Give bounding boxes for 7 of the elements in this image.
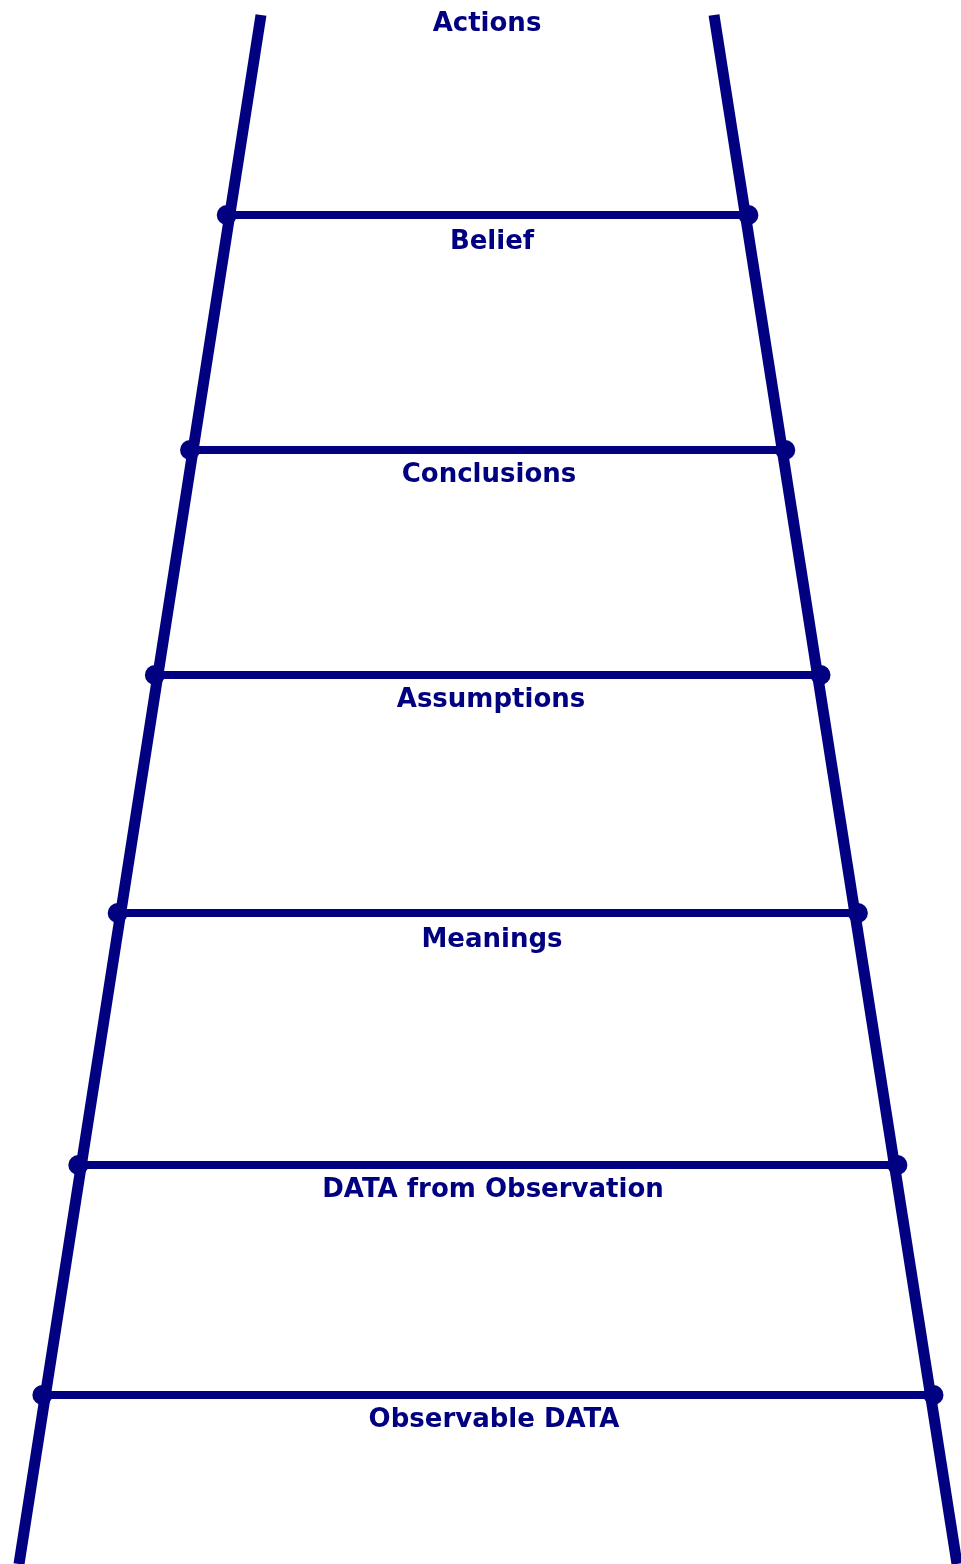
rung-label: Observable DATA <box>368 1403 620 1433</box>
rung-label: DATA from Observation <box>322 1173 664 1203</box>
rung-label: Conclusions <box>401 458 577 488</box>
rung-label: Meanings <box>421 923 563 953</box>
rung-label: Assumptions <box>396 683 586 713</box>
rung-label: Actions <box>432 7 542 37</box>
rung-label: Belief <box>449 225 535 255</box>
